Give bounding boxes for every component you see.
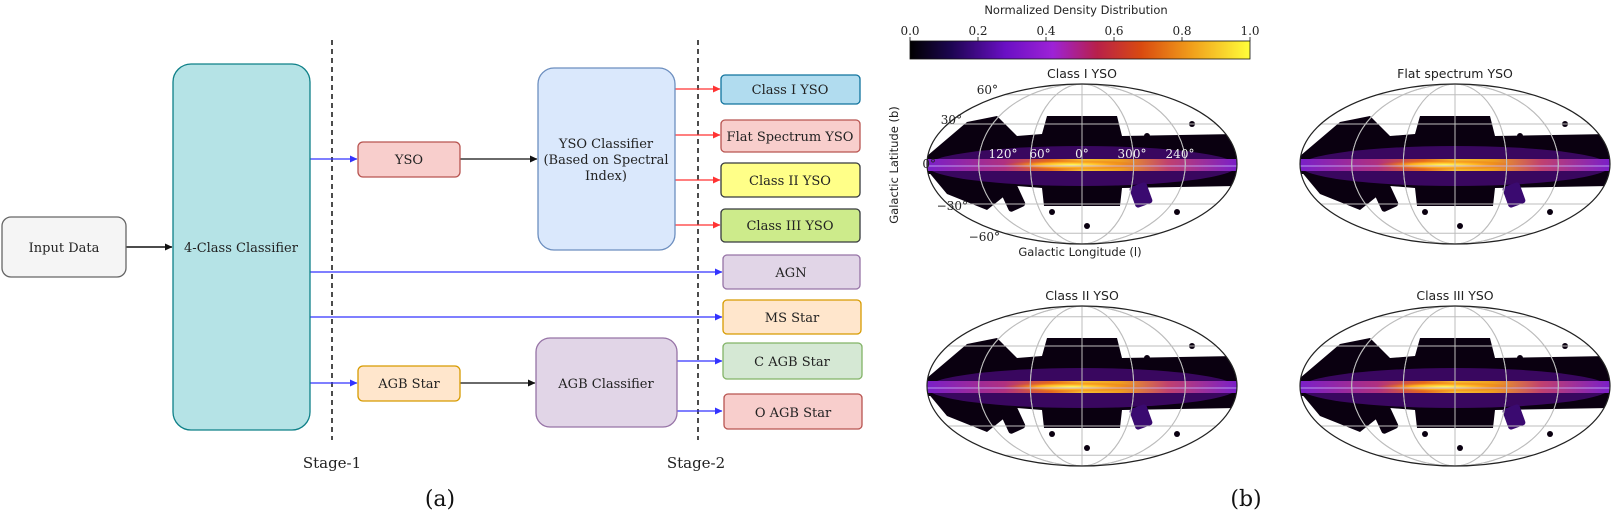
lon-tick-300: 300°	[1118, 147, 1147, 161]
o-agb-star-box: O AGB Star	[723, 393, 863, 430]
colorbar-title: Normalized Density Distribution	[984, 3, 1167, 17]
longitude-gridline	[1029, 306, 1135, 466]
svg-text:AGN: AGN	[774, 266, 806, 281]
map-title-flat: Flat spectrum YSO	[1397, 66, 1513, 81]
class1-yso-box: Class I YSO	[720, 74, 861, 105]
stage2-label: Stage-2	[667, 454, 725, 472]
svg-text:Class II YSO: Class II YSO	[749, 174, 831, 189]
agb-star-box: AGB Star	[357, 365, 461, 402]
sky-map-class1: Class I YSO	[926, 66, 1238, 245]
map-title-class1: Class I YSO	[1047, 66, 1117, 81]
longitude-gridline	[1402, 306, 1508, 466]
ms-star-box: MS Star	[722, 299, 862, 335]
longitude-gridline	[1402, 84, 1508, 244]
class3-yso-box: Class III YSO	[720, 208, 861, 243]
longitude-gridline	[978, 84, 1186, 244]
colorbar-tick-label: 0.0	[900, 24, 919, 38]
lat-tick-60: 60°	[977, 83, 998, 97]
lat-tick-m30: −30°	[937, 199, 968, 213]
map-title-class2: Class II YSO	[1045, 288, 1119, 303]
svg-text:Flat Spectrum YSO: Flat Spectrum YSO	[727, 130, 854, 145]
colorbar-tick-label: 0.6	[1104, 24, 1123, 38]
svg-text:Input Data: Input Data	[29, 241, 100, 256]
svg-text:YSO Classifier: YSO Classifier	[558, 137, 654, 152]
svg-text:Index): Index)	[585, 169, 627, 184]
yso-box: YSO	[357, 141, 461, 178]
agb-classifier-box: AGB Classifier	[535, 337, 678, 428]
class2-yso-box: Class II YSO	[720, 162, 861, 198]
agn-box: AGN	[722, 254, 861, 290]
map-axis-labels: Galactic Latitude (b) Galactic Longitude…	[887, 83, 1194, 259]
longitude-axis-label: Galactic Longitude (l)	[1018, 245, 1141, 259]
input-data-box: Input Data	[1, 216, 127, 278]
longitude-gridline	[978, 306, 1186, 466]
colorbar-gradient	[909, 40, 1251, 60]
svg-text:AGB Star: AGB Star	[377, 377, 440, 392]
svg-text:Class III YSO: Class III YSO	[746, 219, 833, 234]
yso-classifier-box: YSO Classifier (Based on Spectral Index)	[537, 67, 676, 251]
map-outline	[926, 305, 1238, 467]
svg-text:O AGB Star: O AGB Star	[755, 406, 832, 421]
lat-tick-30: 30°	[941, 113, 962, 127]
flowchart: Stage-1 Stage-2 Input Data 4-Class Class…	[1, 40, 863, 512]
map-title-class3: Class III YSO	[1416, 288, 1493, 303]
lon-tick-60: 60°	[1029, 147, 1050, 161]
sky-map-class3: Class III YSO	[1299, 288, 1611, 467]
map-outline	[926, 83, 1238, 245]
colorbar-tick-label: 0.8	[1172, 24, 1191, 38]
flat-spectrum-yso-box: Flat Spectrum YSO	[720, 119, 861, 153]
lon-tick-120: 120°	[989, 147, 1018, 161]
latitude-axis-label: Galactic Latitude (b)	[887, 106, 901, 223]
svg-text:C AGB Star: C AGB Star	[754, 355, 830, 370]
svg-text:(Based on Spectral: (Based on Spectral	[543, 153, 668, 168]
panel-label-b: (b)	[1230, 487, 1261, 512]
panel-label-a: (a)	[425, 487, 455, 512]
stage1-label: Stage-1	[303, 454, 361, 472]
longitude-gridline	[1351, 84, 1559, 244]
svg-text:MS Star: MS Star	[765, 311, 820, 326]
svg-text:YSO: YSO	[394, 153, 423, 168]
sky-map-class2: Class II YSO	[926, 288, 1238, 467]
svg-text:Class I YSO: Class I YSO	[752, 83, 829, 98]
colorbar-tick-label: 0.2	[968, 24, 987, 38]
lon-tick-240: 240°	[1166, 147, 1195, 161]
colorbar: Normalized Density Distribution 0.0 0.2 0.…	[900, 3, 1260, 60]
lon-tick-0: 0°	[1075, 147, 1089, 161]
map-outline	[1299, 305, 1611, 467]
c-agb-star-box: C AGB Star	[722, 342, 863, 380]
colorbar-tick-label: 0.4	[1036, 24, 1055, 38]
map-outline	[1299, 83, 1611, 245]
lat-tick-0: 0°	[922, 157, 936, 171]
longitude-gridline	[1029, 84, 1135, 244]
longitude-gridline	[1351, 306, 1559, 466]
svg-text:4-Class Classifier: 4-Class Classifier	[184, 241, 299, 256]
svg-text:AGB Classifier: AGB Classifier	[557, 377, 654, 392]
lat-tick-m60: −60°	[969, 230, 1000, 244]
colorbar-tick-label: 1.0	[1240, 24, 1259, 38]
sky-map-flat: Flat spectrum YSO	[1299, 66, 1611, 245]
four-class-classifier-box: 4-Class Classifier	[172, 63, 311, 431]
